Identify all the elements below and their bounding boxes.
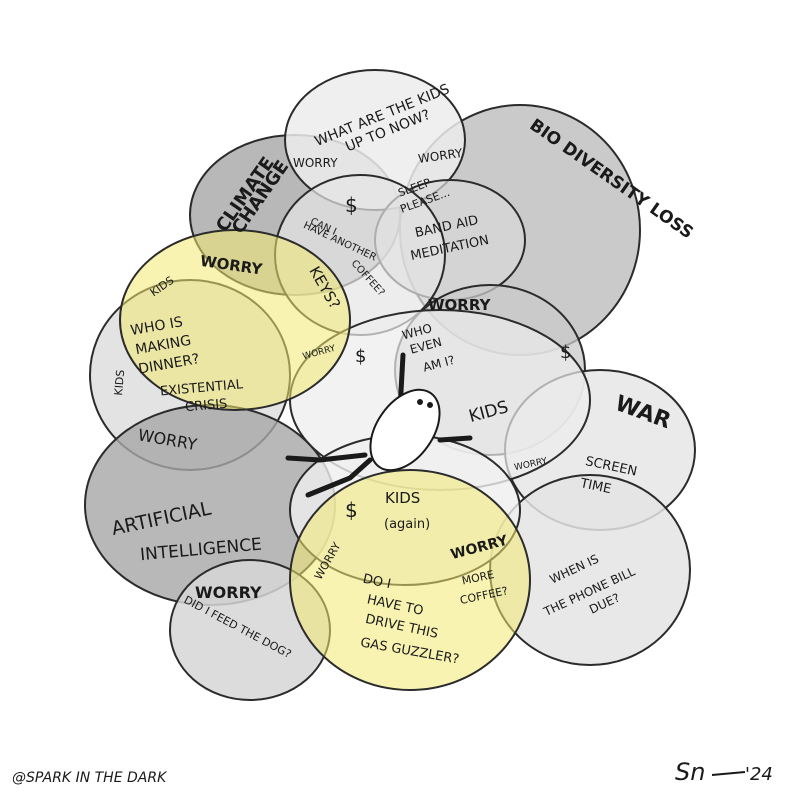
label-dollar-left: $ bbox=[355, 346, 366, 367]
figure-eye-right bbox=[427, 402, 433, 408]
bean-figure bbox=[285, 352, 473, 498]
label-existential-2: CRISIS bbox=[185, 397, 228, 416]
figure-arm-right bbox=[437, 435, 473, 443]
figure-leg-lower bbox=[305, 457, 373, 498]
circle-yellow-bottom bbox=[289, 469, 531, 691]
signature-flourish bbox=[711, 771, 746, 776]
label-kids-again-2: (again) bbox=[384, 517, 430, 532]
label-dollar-top: $ bbox=[345, 193, 358, 217]
label-screen-time-2: TIME bbox=[578, 476, 613, 497]
figure-body bbox=[369, 388, 441, 472]
label-kids-left: KIDS bbox=[112, 369, 127, 396]
footer-year: '24 bbox=[745, 764, 773, 785]
label-existential-1: EXISTENTIAL bbox=[160, 377, 245, 399]
label-dollar-right: $ bbox=[560, 342, 571, 363]
label-worry-ai: WORRY bbox=[195, 583, 262, 602]
label-worry-mid: WORRY bbox=[428, 296, 492, 314]
label-dollar-bottom: $ bbox=[345, 498, 358, 522]
label-worry-top-right: WORRY bbox=[417, 146, 464, 166]
label-worry-top: WORRY bbox=[293, 156, 338, 170]
label-kids-again-1: KIDS bbox=[385, 489, 420, 507]
circles bbox=[84, 69, 696, 701]
footer-handle: @SPARK IN THE DARK bbox=[12, 770, 168, 786]
circle-yellow-top bbox=[119, 229, 351, 411]
footer-signature: Sn bbox=[675, 758, 705, 786]
label-drive-1: DO I bbox=[361, 572, 392, 593]
figure-eye-left bbox=[417, 399, 423, 405]
figure-leg-left bbox=[285, 452, 368, 463]
footer: @SPARK IN THE DARK Sn '24 bbox=[12, 758, 773, 786]
